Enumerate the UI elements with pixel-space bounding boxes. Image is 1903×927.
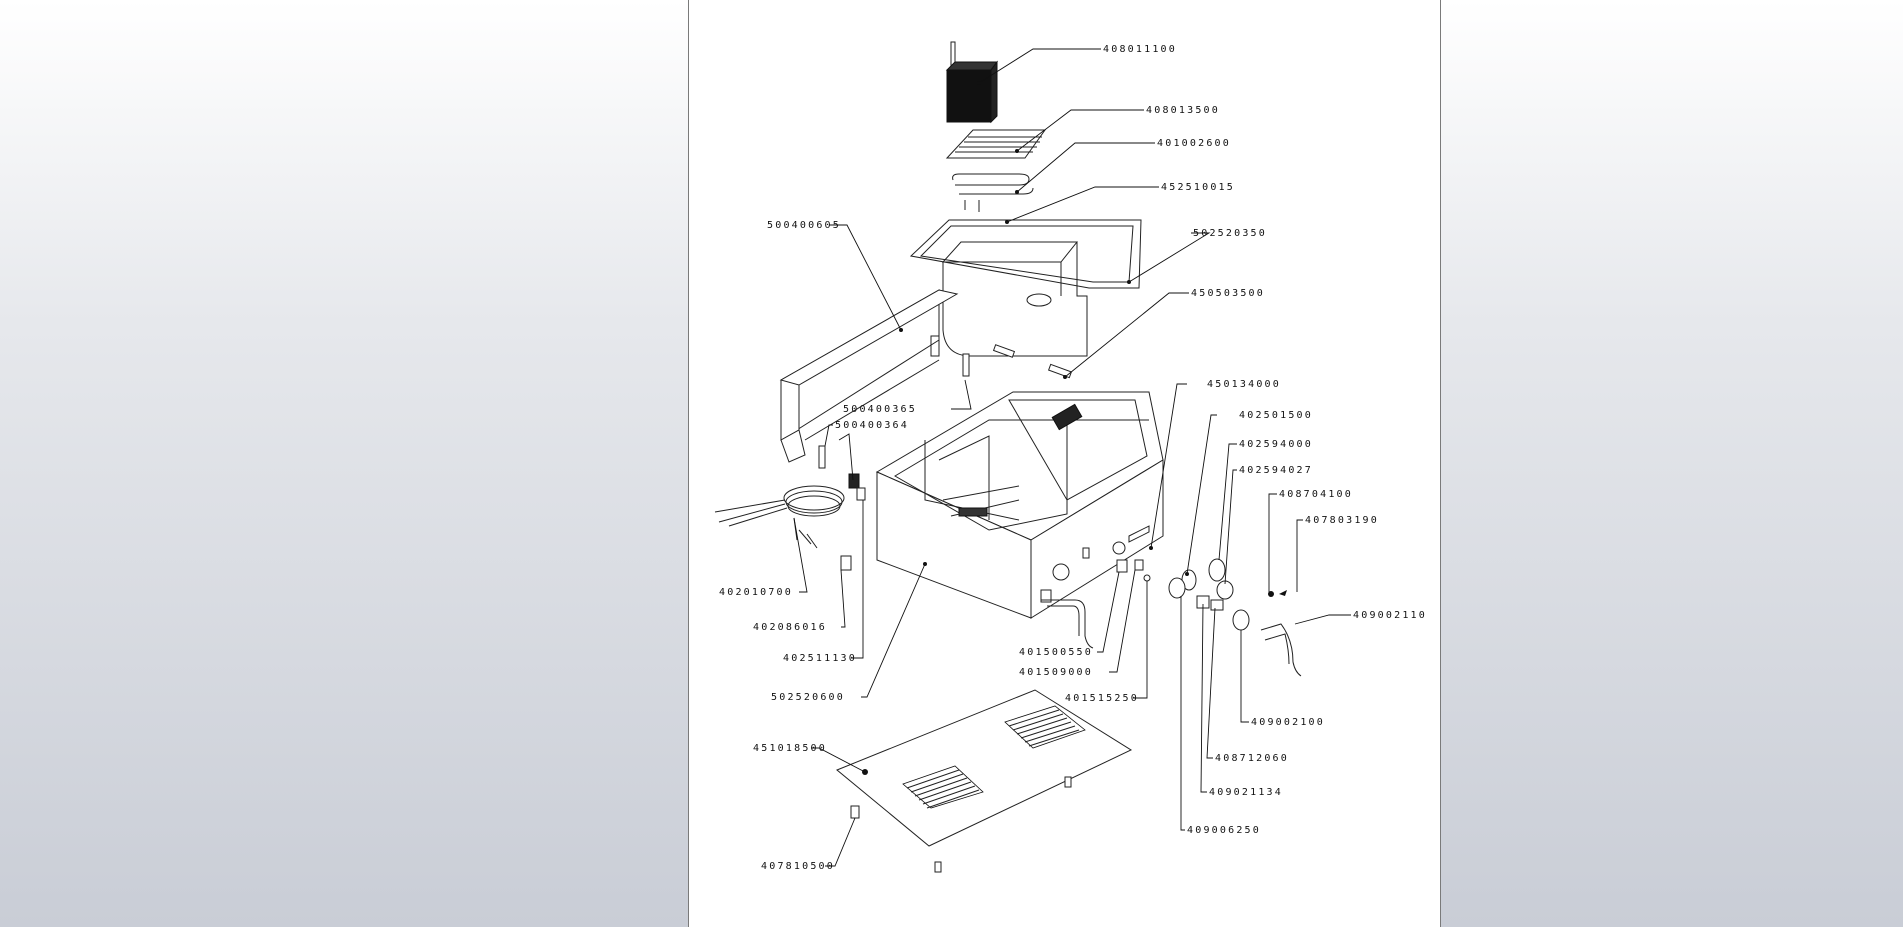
thermostat-brackets — [818, 353, 970, 501]
label-409006250: 409006250 — [1187, 825, 1261, 836]
drain-parts — [992, 344, 1073, 379]
label-450503500: 450503500 — [1191, 288, 1265, 299]
label-408704100: 408704100 — [1279, 489, 1353, 500]
label-402594000: 402594000 — [1239, 439, 1313, 450]
control-panel-cover — [779, 289, 959, 463]
part-labels: 408011100 408013500 401002600 452510015 … — [719, 44, 1427, 872]
label-402511130: 402511130 — [783, 653, 857, 664]
label-409002100: 409002100 — [1251, 717, 1325, 728]
label-500400364: 500400364 — [835, 420, 909, 431]
label-408013500: 408013500 — [1146, 105, 1220, 116]
heating-coil — [952, 173, 1034, 212]
fry-tank — [909, 219, 1142, 357]
label-409021134: 409021134 — [1209, 787, 1283, 798]
fryer-cabinet — [875, 391, 1164, 649]
heating-element-housing — [945, 41, 998, 124]
exploded-parts-diagram: 408011100 408013500 401002600 452510015 … — [714, 41, 1427, 873]
label-408011100: 408011100 — [1103, 44, 1177, 55]
vent-slots-left — [902, 765, 984, 809]
label-451018500: 451018500 — [753, 743, 827, 754]
label-409002110: 409002110 — [1353, 610, 1427, 621]
label-452510015: 452510015 — [1161, 182, 1235, 193]
label-401002600: 401002600 — [1157, 138, 1231, 149]
label-502520350: 502520350 — [1193, 228, 1267, 239]
grid-plate — [945, 129, 1046, 159]
label-402501500: 402501500 — [1239, 410, 1313, 421]
leader-lines — [793, 48, 1351, 867]
label-401509000: 401509000 — [1019, 667, 1093, 678]
drain-tap-assembly — [1116, 558, 1302, 677]
label-402086016: 402086016 — [753, 622, 827, 633]
label-402010700: 402010700 — [719, 587, 793, 598]
cable-gland — [840, 555, 852, 571]
power-cable — [714, 485, 845, 549]
label-502520600: 502520600 — [771, 692, 845, 703]
label-407803190: 407803190 — [1305, 515, 1379, 526]
label-450134000: 450134000 — [1207, 379, 1281, 390]
label-500400605: 500400605 — [767, 220, 841, 231]
label-408712060: 408712060 — [1215, 753, 1289, 764]
drawing-sheet: 408011100 408013500 401002600 452510015 … — [688, 0, 1441, 927]
base-plate — [836, 689, 1133, 873]
label-401500550: 401500550 — [1019, 647, 1093, 658]
label-500400365: 500400365 — [843, 404, 917, 415]
label-402594027: 402594027 — [1239, 465, 1313, 476]
label-401515250: 401515250 — [1065, 693, 1139, 704]
vent-slots-right — [1004, 705, 1086, 749]
label-407810500: 407810500 — [761, 861, 835, 872]
